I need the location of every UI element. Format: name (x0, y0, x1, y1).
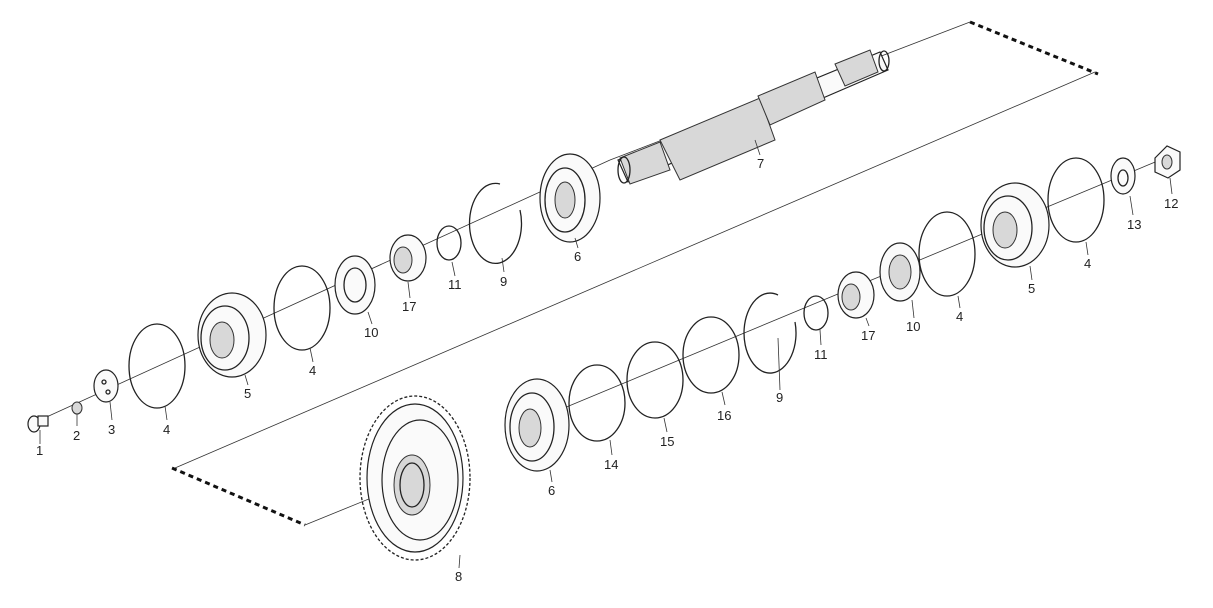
assembly-axis-lines (39, 21, 1161, 526)
washer-part-2 (71, 401, 83, 415)
label-11b: 11 (814, 347, 828, 362)
label-17b: 17 (861, 328, 875, 343)
plate-part-3 (93, 369, 119, 403)
housing-part-5a (197, 292, 267, 378)
label-11a: 11 (448, 277, 462, 292)
label-8: 8 (455, 569, 462, 584)
label-4c: 4 (956, 309, 963, 324)
label-6b: 6 (548, 483, 555, 498)
label-15: 15 (660, 434, 674, 449)
label-12: 12 (1164, 196, 1178, 211)
washer-part-13 (1110, 157, 1136, 195)
label-4d: 4 (1084, 256, 1091, 271)
ring-parts-14-15-16 (568, 316, 740, 442)
label-10b: 10 (906, 319, 920, 334)
dashed-reference-lines (171, 20, 1099, 527)
label-9a: 9 (500, 274, 507, 289)
label-5b: 5 (1028, 281, 1035, 296)
shaft-part-7 (617, 49, 890, 185)
label-9b: 9 (776, 390, 783, 405)
part-number-labels: 1 2 3 4 5 4 10 17 11 9 6 7 8 6 14 15 16 … (36, 156, 1178, 584)
gear-part-8 (359, 395, 471, 561)
label-16: 16 (717, 408, 731, 423)
label-3: 3 (108, 422, 115, 437)
label-10a: 10 (364, 325, 378, 340)
housing-part-5b (980, 182, 1050, 268)
snap-ring-parts-11 (436, 225, 829, 331)
sleeve-parts-17 (389, 234, 875, 319)
label-5a: 5 (244, 386, 251, 401)
seal-parts-10 (334, 242, 921, 315)
bearing-part-6b (504, 378, 570, 472)
label-2: 2 (73, 428, 80, 443)
label-4a: 4 (163, 422, 170, 437)
o-ring-parts-4 (128, 157, 1105, 409)
bearing-part-6a (539, 153, 601, 243)
leader-lines (39, 139, 1173, 569)
bolt-part-1 (27, 415, 49, 433)
nut-part-12 (1154, 145, 1181, 179)
label-7: 7 (757, 156, 764, 171)
label-14: 14 (604, 457, 618, 472)
circlip-parts-9 (468, 182, 797, 374)
label-13: 13 (1127, 217, 1141, 232)
label-6a: 6 (574, 249, 581, 264)
label-17a: 17 (402, 299, 416, 314)
label-4b: 4 (309, 363, 316, 378)
label-1: 1 (36, 443, 43, 458)
